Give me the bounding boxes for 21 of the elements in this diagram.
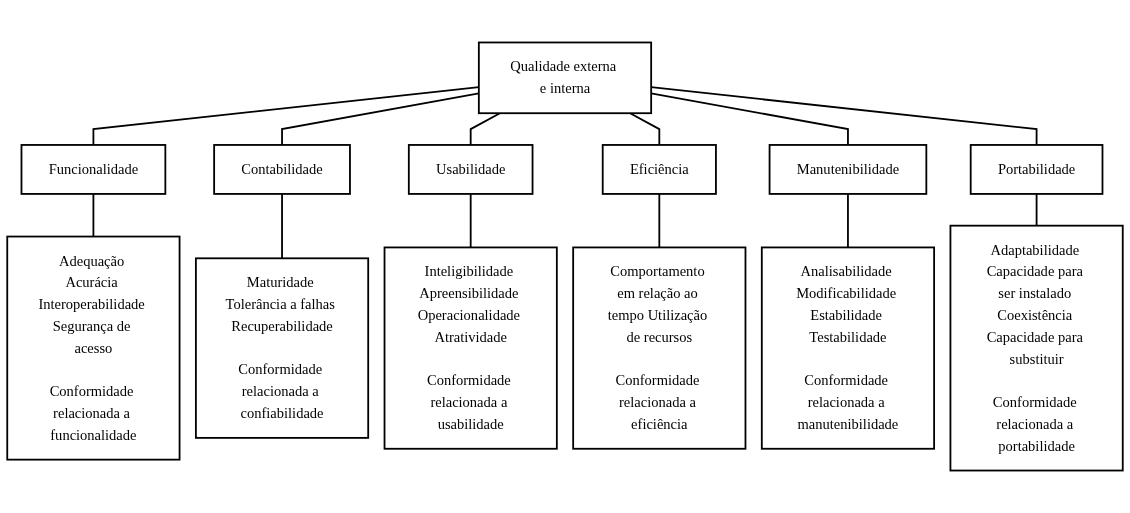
node-box xyxy=(601,144,717,195)
node-box xyxy=(949,224,1124,472)
node-box xyxy=(969,144,1104,195)
node-box xyxy=(768,144,928,195)
node-box xyxy=(213,144,351,195)
connector xyxy=(629,112,661,146)
connector xyxy=(469,193,472,249)
node-box xyxy=(20,144,167,195)
node-box xyxy=(477,41,653,115)
node-box xyxy=(407,144,534,195)
connector xyxy=(92,193,95,238)
connector xyxy=(1035,193,1038,227)
connector xyxy=(469,112,501,146)
node-box xyxy=(195,257,370,439)
node-box xyxy=(383,246,558,450)
connector xyxy=(658,193,661,249)
node-box xyxy=(572,246,747,450)
connector xyxy=(847,193,849,249)
node-box xyxy=(760,246,935,450)
node-box xyxy=(6,235,181,461)
connector xyxy=(281,193,283,260)
